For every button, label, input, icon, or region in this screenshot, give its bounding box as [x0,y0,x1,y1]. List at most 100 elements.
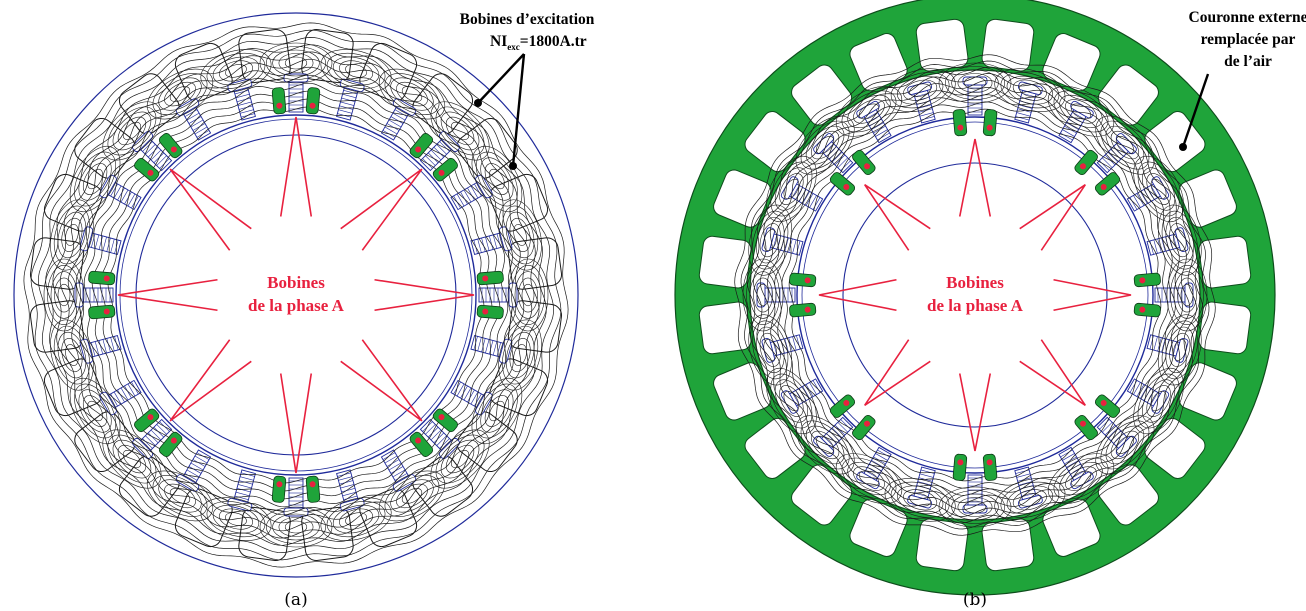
tooth-hatch [492,341,498,356]
flux-loop [810,430,840,460]
phase-a-coil-dot [309,102,316,109]
phase-a-coil-dot [1100,399,1107,406]
flux-loop [1006,485,1054,515]
flux-loop [78,389,112,433]
flux-line [30,29,562,561]
phase-a-coil-body [409,133,434,159]
ring-window-shape [791,464,853,526]
flux-loop [384,73,440,115]
flux-line [83,82,509,508]
flux-loop [858,103,880,120]
flux-loop [107,434,157,484]
flux-loop [1137,373,1180,429]
ring-window-shape [1144,417,1206,479]
flux-loop [749,271,777,319]
flux-loop [61,217,83,252]
flux-loop [853,99,885,124]
flux-loop [774,379,808,423]
phase-a-coil [271,87,287,115]
tooth-hatch [1116,436,1127,447]
phase-a-coil [1074,414,1098,441]
flux-loop [753,277,773,313]
flux-loop [1165,216,1195,264]
flux-loop [378,470,446,522]
panel-a-machine-cross-section: Bobines de la phase A Bobines d’excitati… [13,11,595,610]
flux-line [746,66,1204,524]
ring-window-shape [791,64,853,126]
flux-loop [107,106,157,156]
excitation-slot [301,506,354,562]
tooth-hatch [792,336,797,351]
flux-loop [484,163,510,195]
flux-loop [1095,115,1155,175]
flux-loop [509,338,531,373]
ring-window-shape [1178,169,1237,228]
tooth-hatch [496,342,501,357]
tooth-hatch [809,195,817,208]
flux-loop [1105,125,1145,165]
tooth-hatch [456,193,465,207]
ring-window-shape [1042,498,1101,557]
flux-loop [1170,264,1204,325]
tooth-hatch [235,93,250,99]
flux-loop [1173,271,1201,319]
flux-loop [164,81,196,107]
flux-loop [755,216,785,264]
flux-loop [835,453,903,504]
tooth-hatch [106,237,111,252]
phase-a-coil [476,304,504,320]
excitation-slot-shape [238,506,291,562]
flux-loop [1146,385,1171,417]
flux-loop [890,481,950,518]
flux-loop [957,73,993,93]
phase-a-coil-dot [1079,420,1086,427]
flux-loop [938,486,1012,528]
excitation-slot [238,506,291,562]
flux-loop [284,520,308,534]
phase-a-coil-dot [276,102,283,109]
tooth-hatch [339,105,354,110]
tooth-hatch [117,187,125,201]
flux-loop [1100,120,1150,170]
flux-loop [748,314,792,386]
flux-loop [65,344,79,366]
phase-a-coil-dot [957,124,964,131]
panel-b-ring-label-line3: de l’air [1224,53,1272,70]
tooth-hatch [474,393,482,407]
tooth-hatch [338,476,353,481]
tooth-hatch [823,143,834,154]
flux-loop [756,283,770,307]
tooth-hatch [460,191,468,205]
flux-loop [1177,277,1197,313]
flux-loop [332,504,380,534]
tooth-hatch [871,122,884,130]
phase-a-coil [1133,272,1161,288]
flux-loop [212,504,260,534]
phase-a-coil-dot [415,437,422,444]
flux-loop [755,326,785,374]
tooth-hatch [186,469,200,478]
flux-loop [1169,332,1191,367]
phase-a-coil [1094,172,1121,196]
flux-loop [1173,229,1187,251]
tooth-hatch [802,191,810,204]
flux-loop [401,488,423,504]
flux-loop [994,478,1066,522]
tooth-hatch [1066,460,1079,468]
tooth-hatch [1072,470,1085,479]
phase-a-coil-dot [415,146,422,153]
tooth-hatch [127,383,136,397]
flux-loop [783,390,800,412]
panel-b-phase-label-line1: Bobines [946,273,1004,292]
ring-window-shape [1198,235,1252,289]
phase-a-coil [88,270,116,286]
ring-window [698,235,752,289]
flux-loop [401,86,423,102]
flux-loop [763,229,777,251]
tooth-hatch [1161,237,1166,252]
phase-a-coil-body [829,394,856,418]
tooth-hatch [1107,151,1119,163]
flux-loop [505,331,535,379]
tooth-hatch [239,109,254,114]
flux-line [52,51,540,539]
